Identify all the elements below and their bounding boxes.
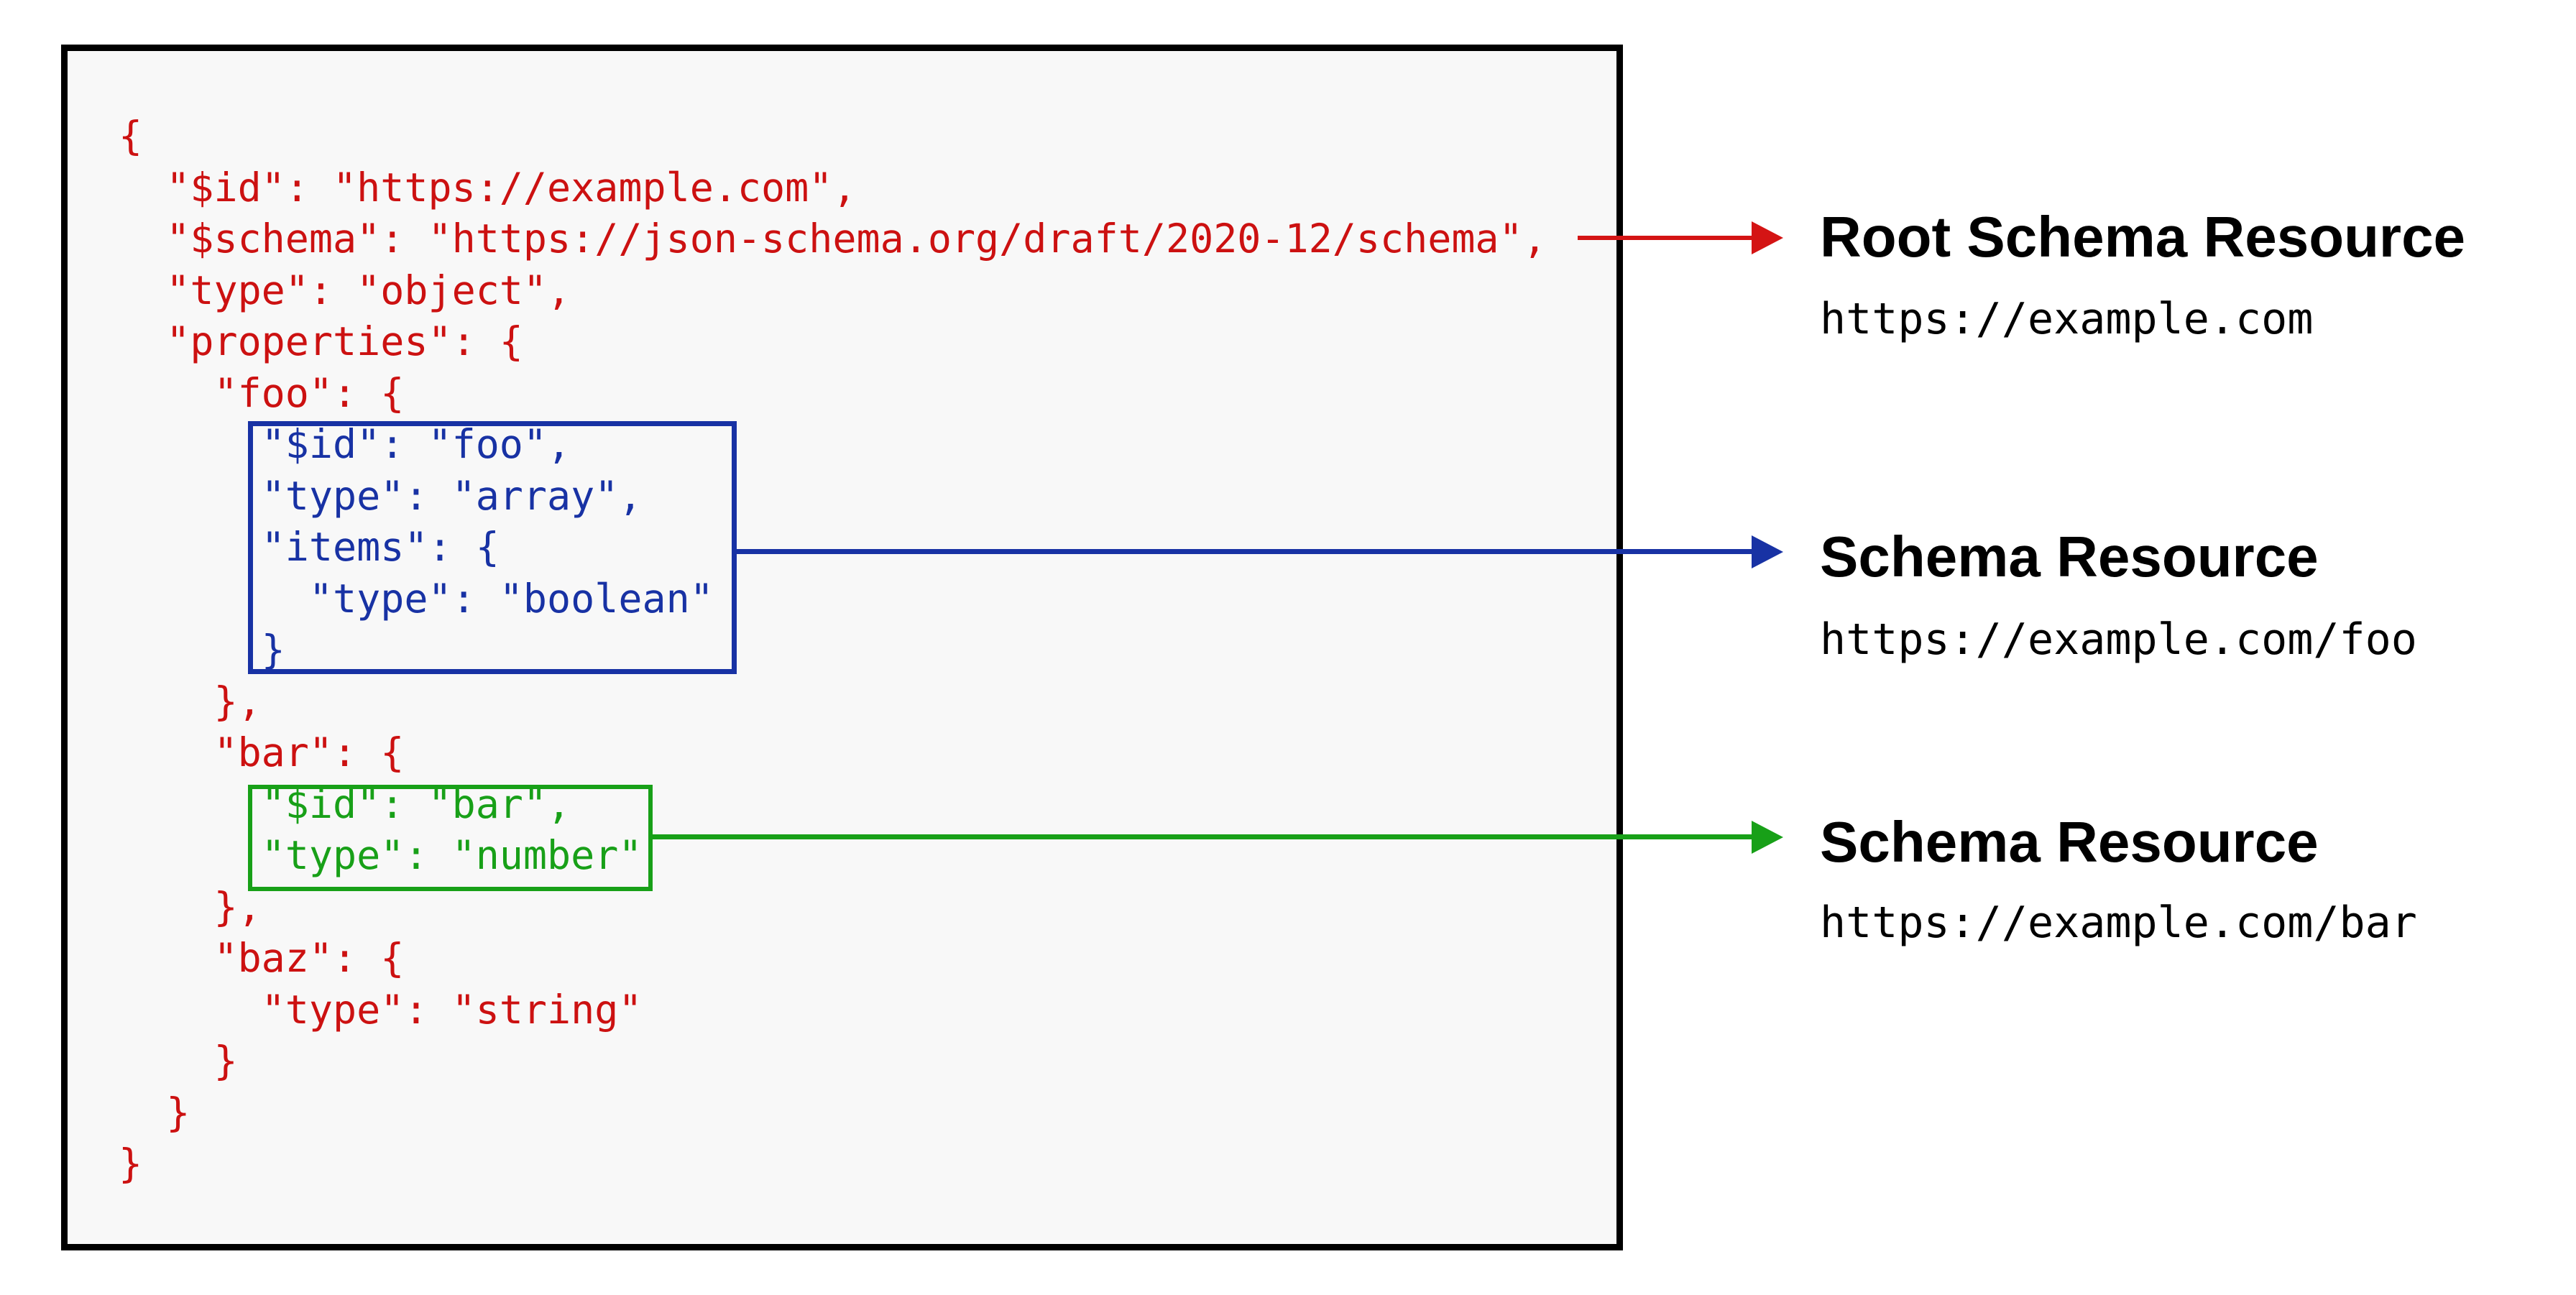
code-line: "type": "array", — [119, 472, 643, 519]
code-line: "type": "string" — [119, 986, 643, 1033]
code-line: "type": "boolean" — [119, 575, 714, 622]
bar-schema-resource-box — [248, 785, 653, 891]
root-schema-resource-url: https://example.com — [1820, 294, 2314, 344]
root-schema-resource-title: Root Schema Resource — [1820, 205, 2466, 269]
code-line: }, — [119, 883, 262, 930]
code-line: } — [119, 1089, 190, 1135]
code-line: "foo": { — [119, 369, 405, 416]
code-line: "type": "number" — [119, 832, 643, 878]
root-schema-arrow-line — [1578, 236, 1752, 240]
code-line: "$schema": "https://json-schema.org/draf… — [119, 216, 1547, 262]
code-line: } — [119, 627, 285, 673]
code-line: "$id": "foo", — [119, 421, 571, 467]
code-line: "$id": "https://example.com", — [119, 164, 857, 211]
schema-code-panel: { "$id": "https://example.com", "$schema… — [61, 45, 1623, 1250]
foo-schema-resource-title: Schema Resource — [1820, 525, 2319, 589]
root-schema-arrow-icon — [1752, 221, 1783, 254]
foo-schema-arrow-line — [732, 549, 1752, 554]
bar-schema-resource-url: https://example.com/bar — [1820, 898, 2417, 948]
code-line: "baz": { — [119, 935, 405, 981]
foo-schema-resource-box — [248, 421, 737, 674]
bar-schema-arrow-icon — [1752, 821, 1783, 854]
foo-schema-arrow-icon — [1752, 535, 1783, 568]
code-line: "bar": { — [119, 729, 405, 775]
bar-schema-arrow-line — [648, 834, 1752, 839]
code-line: } — [119, 1140, 143, 1186]
code-line: "type": "object", — [119, 267, 571, 313]
code-line: }, — [119, 678, 262, 724]
code-line: "items": { — [119, 524, 500, 570]
code-line: "properties": { — [119, 318, 523, 364]
code-line: } — [119, 1038, 238, 1084]
bar-schema-resource-title: Schema Resource — [1820, 810, 2319, 874]
code-line: { — [119, 113, 143, 159]
foo-schema-resource-url: https://example.com/foo — [1820, 614, 2417, 665]
